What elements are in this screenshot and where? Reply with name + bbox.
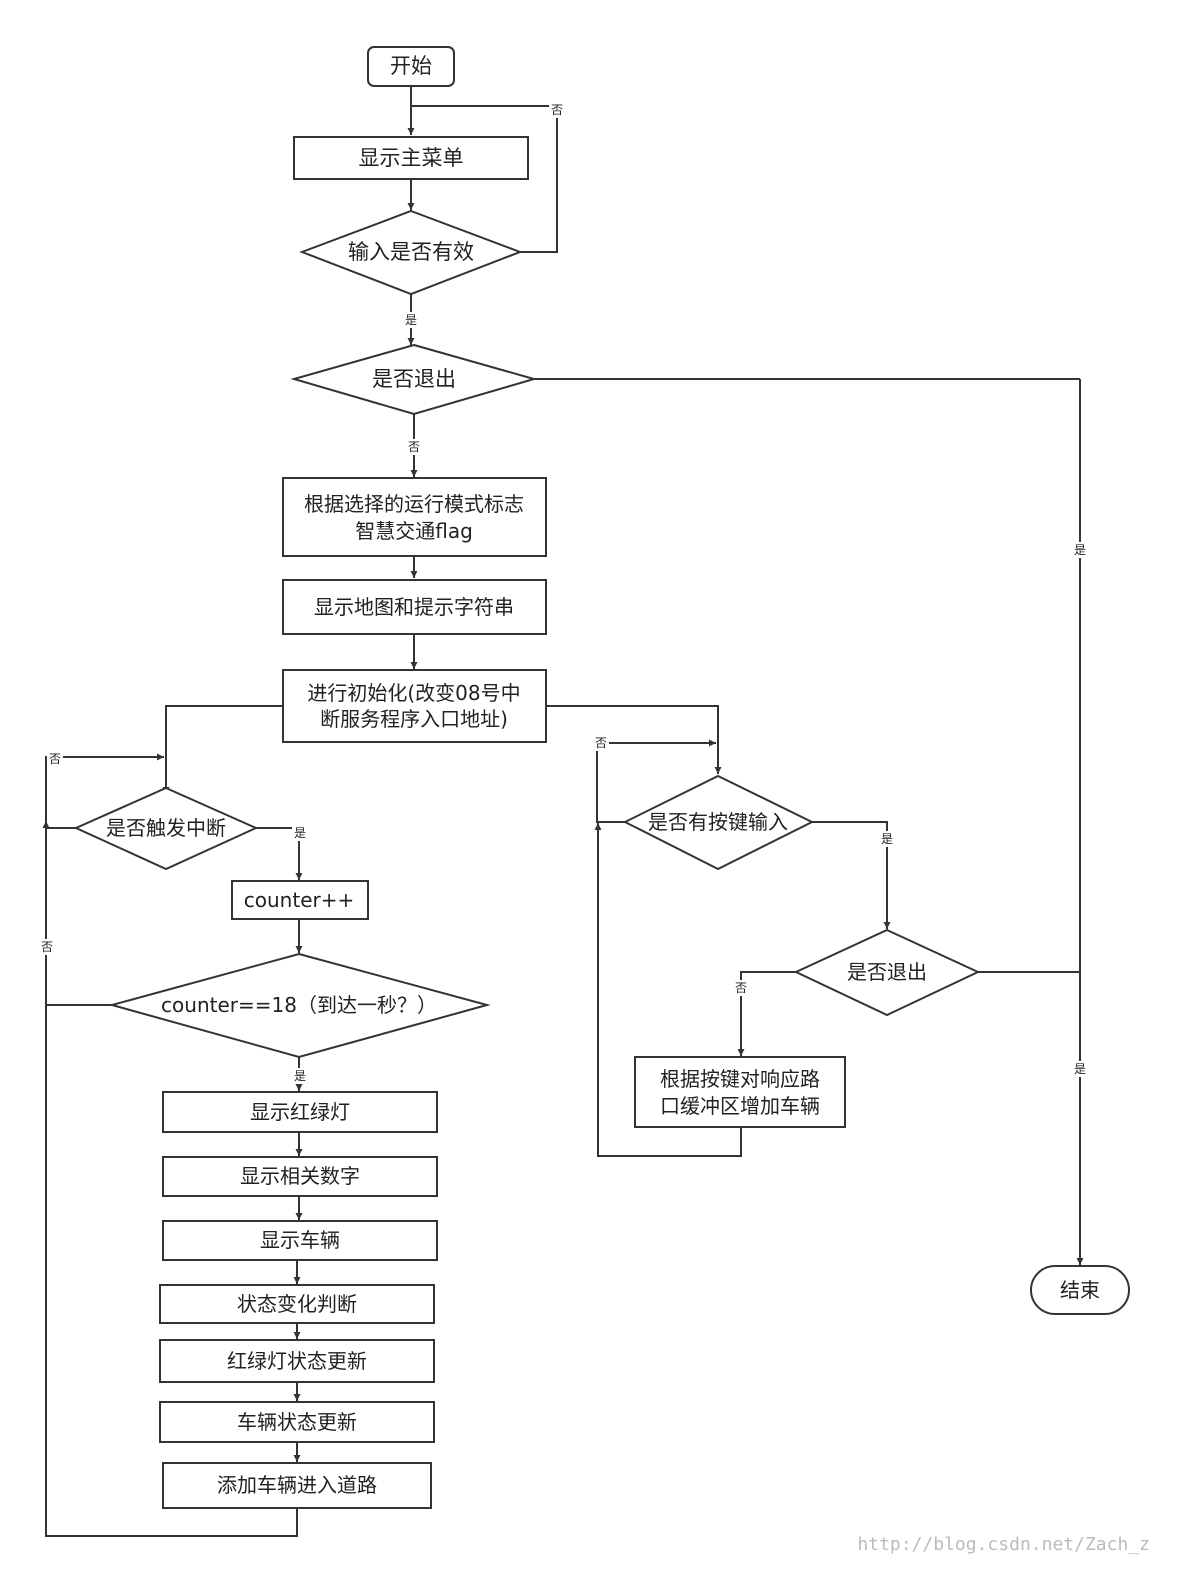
show-lights-label: 显示红绿灯 bbox=[250, 1100, 350, 1124]
edge-label-key-yes: 是 bbox=[881, 832, 893, 846]
exit-check-1-label: 是否退出 bbox=[372, 367, 456, 391]
set-flag-label-line2: 智慧交通flag bbox=[355, 519, 473, 543]
arrow-exit2-no bbox=[737, 971, 796, 1056]
set-flag-node bbox=[282, 477, 547, 557]
counter-check-decision bbox=[108, 952, 491, 1059]
show-main-menu-node bbox=[293, 136, 529, 180]
counter-check-label: counter==18（到达一秒？） bbox=[161, 993, 437, 1017]
input-valid-label: 输入是否有效 bbox=[348, 240, 474, 264]
light-update-node bbox=[159, 1339, 435, 1383]
arrow-input-no-loop bbox=[411, 105, 558, 253]
input-valid-decision bbox=[299, 209, 523, 296]
edge-label-key-no: 否 bbox=[595, 736, 607, 750]
add-vehicle-node bbox=[162, 1462, 432, 1509]
key-action-label-line1: 根据按键对响应路 bbox=[660, 1067, 820, 1091]
arrow-key-no-loop bbox=[596, 739, 716, 823]
start-label: 开始 bbox=[390, 54, 432, 78]
show-numbers-label: 显示相关数字 bbox=[240, 1164, 360, 1188]
vehicle-update-node bbox=[159, 1401, 435, 1443]
light-update-label: 红绿灯状态更新 bbox=[227, 1349, 367, 1373]
end-label: 结束 bbox=[1060, 1278, 1100, 1302]
init-node bbox=[282, 669, 547, 743]
exit-check-1-decision bbox=[290, 343, 538, 416]
arrow-init-to-key bbox=[546, 705, 722, 774]
counter-inc-node bbox=[231, 880, 369, 920]
show-vehicles-label: 显示车辆 bbox=[260, 1228, 340, 1252]
edge-label-counter-no: 否 bbox=[41, 940, 53, 954]
edge-label-input-yes: 是 bbox=[405, 313, 417, 327]
key-action-label-line2: 口缓冲区增加车辆 bbox=[660, 1094, 820, 1118]
show-main-menu-label: 显示主菜单 bbox=[359, 146, 464, 170]
edge-label-exit2-no: 否 bbox=[735, 981, 747, 995]
edge-label-interrupt-yes: 是 bbox=[294, 826, 306, 840]
arrow-counter-no-loop bbox=[42, 821, 112, 1006]
key-check-decision bbox=[622, 774, 815, 871]
key-action-node bbox=[634, 1056, 846, 1128]
end-node bbox=[1030, 1265, 1130, 1315]
arrow-init-to-interrupt bbox=[162, 705, 282, 794]
counter-inc-label: counter++ bbox=[244, 888, 354, 912]
watermark-text: http://blog.csdn.net/Zach_z bbox=[857, 1534, 1150, 1555]
arrow-key-yes bbox=[812, 821, 891, 929]
show-map-label: 显示地图和提示字符串 bbox=[314, 595, 514, 619]
init-label-line2: 断服务程序入口地址) bbox=[320, 707, 508, 731]
key-check-label: 是否有按键输入 bbox=[648, 810, 788, 834]
interrupt-check-decision bbox=[73, 786, 259, 871]
show-vehicles-node bbox=[162, 1220, 438, 1261]
arrow-interrupt-no-loop bbox=[45, 753, 164, 829]
edge-label-input-no: 否 bbox=[551, 103, 563, 117]
vehicle-update-label: 车辆状态更新 bbox=[237, 1410, 357, 1434]
edge-label-exit2-yes: 是 bbox=[1074, 1062, 1086, 1076]
interrupt-check-label: 是否触发中断 bbox=[106, 816, 226, 840]
arrow-add-loop-back bbox=[45, 1005, 298, 1537]
edge-label-exit1-no: 否 bbox=[408, 440, 420, 454]
exit-check-2-decision bbox=[793, 928, 981, 1017]
show-lights-node bbox=[162, 1091, 438, 1133]
state-judge-label: 状态变化判断 bbox=[237, 1292, 357, 1316]
edge-label-interrupt-no: 否 bbox=[49, 752, 61, 766]
arrow-key-action-loop bbox=[594, 823, 742, 1157]
set-flag-label-line1: 根据选择的运行模式标志 bbox=[304, 492, 524, 516]
state-judge-node bbox=[159, 1284, 435, 1324]
show-map-node bbox=[282, 579, 547, 635]
start-node bbox=[367, 46, 455, 87]
edge-label-exit1-yes: 是 bbox=[1074, 543, 1086, 557]
init-label-line1: 进行初始化(改变08号中 bbox=[307, 681, 520, 705]
exit-check-2-label: 是否退出 bbox=[847, 960, 927, 984]
show-numbers-node bbox=[162, 1156, 438, 1197]
edge-label-counter-yes: 是 bbox=[294, 1069, 306, 1083]
add-vehicle-label: 添加车辆进入道路 bbox=[217, 1473, 377, 1497]
